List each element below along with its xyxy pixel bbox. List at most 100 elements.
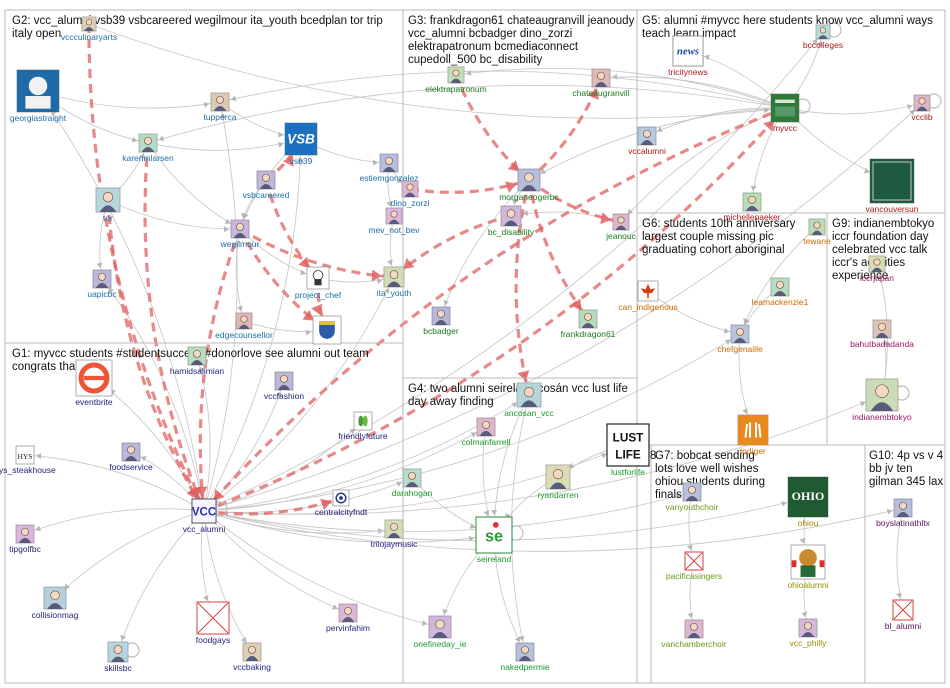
avatar-icon: [612, 213, 630, 231]
avatar-icon: [431, 306, 451, 326]
node-vccculinaryarts[interactable]: vccculinaryarts: [61, 16, 117, 42]
edge-arrowhead: [811, 39, 818, 45]
node-bl-alumni[interactable]: bl_alumni: [885, 599, 921, 631]
strong-edge: [392, 214, 512, 279]
node-foodservice[interactable]: foodservice: [109, 442, 153, 472]
node-ohioalumni[interactable]: ohioalumni: [787, 544, 829, 590]
node-tor[interactable]: tor: [95, 187, 121, 223]
node-mev-not-bev[interactable]: mev_not_bev: [368, 207, 420, 235]
node-label: seireland: [477, 554, 512, 564]
node-bccolleges[interactable]: bccolleges: [803, 24, 843, 50]
group-title-line: G2: vcc_alumni vsb39 vsbcareered wegilmo…: [12, 15, 383, 27]
node-trilojaymusic[interactable]: trilojaymusic: [371, 519, 419, 549]
node-eventbrite[interactable]: eventbrite: [75, 359, 113, 407]
node-darahogan[interactable]: darahogan: [392, 468, 433, 498]
node-hamidsalimian[interactable]: hamidsalimian: [170, 346, 225, 376]
node-bcbadger[interactable]: bcbadger: [423, 306, 459, 336]
node-centralcityfndt[interactable]: centralcityfndt: [315, 489, 368, 517]
node-onefineday-ie[interactable]: onefineday_ie: [414, 615, 467, 649]
node-ita-youth[interactable]: ita_youth: [377, 266, 412, 298]
node-frankdragon61[interactable]: frankdragon61: [561, 309, 616, 339]
node-myvcc[interactable]: myvcc: [770, 93, 800, 133]
node-label: uapicbc: [87, 289, 117, 299]
node-vanyouthchoir[interactable]: vanyouthchoir: [666, 482, 719, 512]
missing-image-icon: [196, 601, 230, 635]
se-ireland-logo-icon: se: [475, 516, 513, 554]
node-vanchamberchoir[interactable]: vanchamberchoir: [661, 619, 727, 649]
node-skillsbc[interactable]: skillsbc: [104, 641, 132, 673]
node-label: foodgays: [196, 635, 231, 645]
node-uapicbc[interactable]: uapicbc: [87, 269, 117, 299]
node-nakedpermie[interactable]: nakedpermie: [500, 642, 550, 672]
avatar-icon: [428, 615, 452, 639]
node-wegilmour[interactable]: wegilmour: [220, 219, 260, 249]
node-morganeogerbc[interactable]: morganeogerbc: [499, 168, 560, 202]
node-jeanoudy[interactable]: jeanouc: [605, 213, 637, 241]
svg-text:HYS: HYS: [17, 452, 32, 461]
node-boyslatinathltx[interactable]: boyslatinathltx: [876, 498, 931, 528]
node-project-chef[interactable]: project_chef: [295, 266, 342, 300]
edge: [239, 228, 319, 279]
node-can-indigenous[interactable]: can_indigenous: [618, 280, 678, 312]
node-vccfashion[interactable]: vccfashion: [264, 371, 304, 401]
node-pervinfahim[interactable]: pervinfahim: [326, 603, 370, 633]
node-vancouversun[interactable]: vancouversun: [866, 158, 919, 214]
node-bcedplan[interactable]: [312, 315, 342, 345]
node-georgiastraight[interactable]: georgiastraight: [10, 69, 67, 123]
node-vccbaking[interactable]: vccbaking: [233, 642, 271, 672]
node-pacificasingers[interactable]: pacificasingers: [666, 551, 722, 581]
node-karenmlarsen[interactable]: karenmlarsen: [122, 133, 174, 163]
node-collisionmag[interactable]: collisionmag: [32, 586, 79, 620]
group-title-line: congrats thank: [12, 361, 88, 373]
node-ancosan-vcc[interactable]: ancosan_vcc: [504, 382, 555, 418]
node-colmanfarrell[interactable]: colmanfarrell: [462, 417, 511, 447]
edge-arrowhead: [202, 595, 209, 601]
node-iccrjapan[interactable]: iccrjapan: [860, 255, 894, 283]
avatar-icon: [401, 180, 419, 198]
group-title-line: gilman 345 lax: [869, 476, 943, 488]
node-ryandarren[interactable]: ryandarren: [537, 464, 579, 500]
node-bahutbadadanda[interactable]: bahutbadadanda: [850, 319, 914, 349]
node-elektrapatronum[interactable]: elektrapatronum: [425, 66, 487, 94]
node-vccalumni[interactable]: vccalumni: [628, 126, 666, 156]
node-tewanee[interactable]: tewane: [803, 218, 831, 246]
node-michellepaeker[interactable]: michellepaeker: [723, 192, 781, 222]
node-friendlyfuture[interactable]: friendlyfuture: [338, 411, 388, 441]
group-title-line: vcc_alumni bcbadger dino_zorzi: [408, 28, 572, 40]
node-vcclib[interactable]: vcclib: [911, 94, 933, 122]
edge-arrowhead: [896, 592, 902, 599]
node-dino-zorzi[interactable]: dino_zorzi: [391, 180, 430, 208]
edge-arrowhead: [372, 159, 379, 166]
edge: [203, 31, 824, 512]
edge-arrowhead: [224, 218, 231, 224]
node-label: dino_zorzi: [391, 198, 430, 208]
eventbrite-logo-icon: [75, 359, 113, 397]
node-foodgays[interactable]: foodgays: [196, 601, 231, 645]
node-vcc-philly[interactable]: vcc_philly: [790, 618, 828, 648]
node-estiemgonzalez[interactable]: estiemgonzalez: [359, 153, 419, 183]
node-leamackenzie1[interactable]: leamackenzie1: [752, 277, 809, 307]
edge-arrowhead: [320, 498, 332, 511]
node-chateaugranvill[interactable]: chateaugranvill: [572, 68, 630, 98]
node-indigenous[interactable]: indiger: [737, 414, 769, 456]
node-bc-disability[interactable]: bc_disability: [488, 205, 535, 237]
hys-logo-icon: HYS: [15, 445, 35, 465]
node-chefgenaille[interactable]: chefgenaille: [717, 324, 763, 354]
node-edgecounsellor[interactable]: edgecounsellor: [215, 312, 273, 340]
node-label: trilojaymusic: [371, 539, 419, 549]
edge: [647, 290, 741, 335]
node-indianembtokyo[interactable]: indianembtokyo: [852, 378, 912, 422]
node-vsbcareered[interactable]: vsbcareered: [243, 170, 290, 200]
node-tupperca[interactable]: tupperca: [203, 92, 237, 122]
node-tipgolfbc[interactable]: tipgolfbc: [9, 524, 42, 554]
avatar-icon: [187, 346, 207, 366]
